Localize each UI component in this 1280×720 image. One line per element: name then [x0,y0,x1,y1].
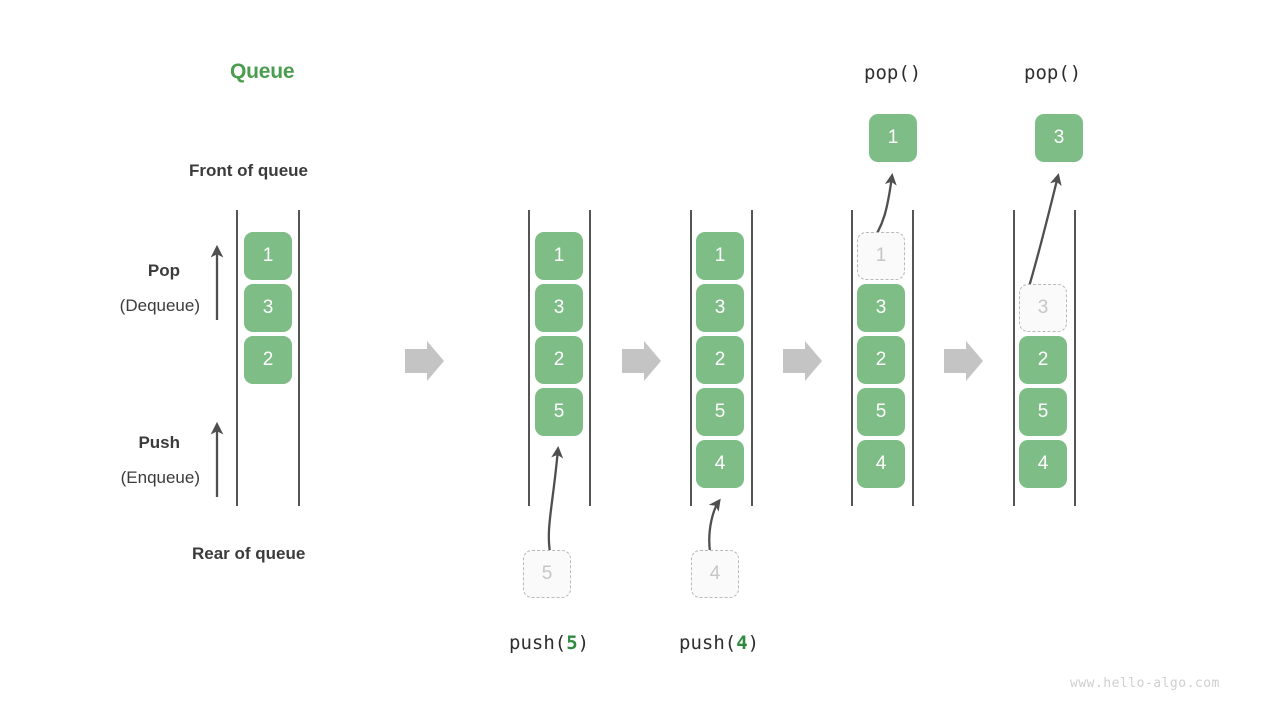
popped-output-cell: 1 [869,114,917,162]
push-5-close: ) [577,632,590,654]
queue-rail-left [1013,210,1015,506]
queue-rail-right [589,210,591,506]
queue-cell: 5 [857,388,905,436]
queue-cell: 2 [857,336,905,384]
queue-cell: 3 [696,284,744,332]
queue-cell-new: 5 [535,388,583,436]
queue-cell: 2 [535,336,583,384]
transition-arrow-4 [944,341,983,381]
queue-cell: 3 [857,284,905,332]
queue-cell: 3 [244,284,292,332]
queue-cell: 4 [1019,440,1067,488]
front-of-queue-label: Front of queue [189,161,308,180]
queue-rail-right [912,210,914,506]
queue-cell: 2 [696,336,744,384]
popped-ghost-cell: 1 [857,232,905,280]
queue-rail-right [298,210,300,506]
queue-rail-left [851,210,853,506]
queue-cell: 1 [696,232,744,280]
queue-cell: 2 [1019,336,1067,384]
incoming-ghost-cell: 4 [691,550,739,598]
push-5-arg: 5 [566,632,578,654]
queue-rail-left [690,210,692,506]
push-label: Push [138,433,180,452]
push-5-fn: push( [509,632,567,654]
queue-cell-new: 4 [696,440,744,488]
queue-rail-left [236,210,238,506]
popped-output-cell: 3 [1035,114,1083,162]
transition-arrow-2 [622,341,661,381]
queue-cell: 3 [535,284,583,332]
queue-cell: 1 [535,232,583,280]
queue-rail-right [751,210,753,506]
queue-rail-left [528,210,530,506]
rear-of-queue-label: Rear of queue [192,544,306,563]
watermark: www.hello-algo.com [1070,676,1220,691]
queue-cell: 5 [1019,388,1067,436]
push-4-insert-arrow [708,498,721,553]
queue-rail-right [1074,210,1076,506]
push-4-caption: push(4) [679,632,759,654]
pop-1-caption: pop() [864,62,922,84]
pop-label: Pop [147,261,180,280]
pop-2-caption: pop() [1024,62,1082,84]
queue-cell: 2 [244,336,292,384]
transition-arrow-3 [783,341,822,381]
push-4-arg: 4 [736,632,748,654]
queue-cell: 1 [244,232,292,280]
push-5-insert-arrow [547,446,564,553]
queue-cell: 4 [857,440,905,488]
incoming-ghost-cell: 5 [523,550,571,598]
page-title: Queue [230,60,295,83]
popped-ghost-cell: 3 [1019,284,1067,332]
push-4-fn: push( [679,632,737,654]
pop-3-extract-arrow [1026,173,1062,291]
pop-sublabel: (Dequeue) [119,296,200,315]
queue-cell: 5 [696,388,744,436]
push-5-caption: push(5) [509,632,589,654]
push-sublabel: (Enqueue) [120,468,200,487]
transition-arrow-1 [405,341,444,381]
push-4-close: ) [747,632,760,654]
